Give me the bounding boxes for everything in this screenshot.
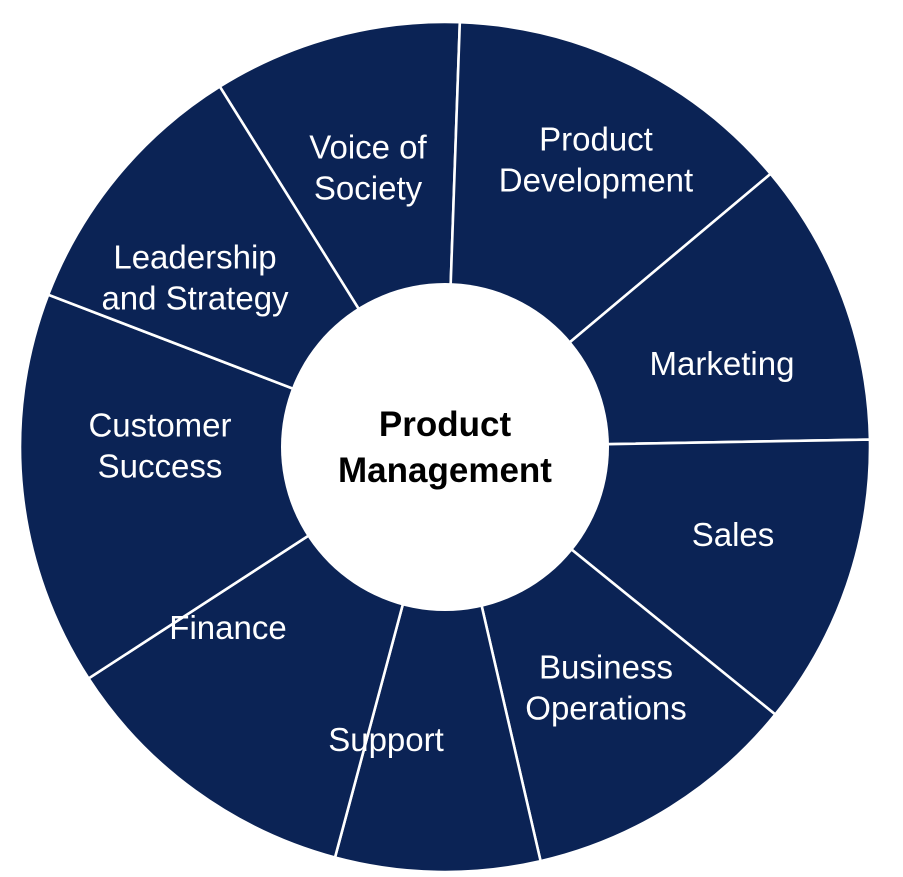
- segment-label-line: and Strategy: [101, 280, 289, 317]
- segment-label-line: Voice of: [309, 129, 427, 166]
- segment-label-sales: Sales: [692, 516, 775, 553]
- segment-customer-success: [18, 293, 448, 681]
- segment-label-line: Customer: [88, 407, 231, 444]
- center-circle: [281, 283, 609, 611]
- segment-label-line: Society: [314, 170, 423, 207]
- segment-label-voice-of-society: Voice of Society: [309, 129, 427, 207]
- segment-label-line: Support: [328, 721, 444, 758]
- segment-label-marketing: Marketing: [650, 345, 795, 382]
- segment-label-line: Success: [98, 448, 223, 485]
- center-label-line: Product: [379, 405, 512, 444]
- segment-label-line: Sales: [692, 516, 775, 553]
- segment-label-line: Marketing: [650, 345, 795, 382]
- segment-label-leadership-and-strategy: Leadership and Strategy: [101, 239, 289, 317]
- segment-label-line: Leadership: [113, 239, 276, 276]
- center-label-line: Management: [338, 451, 552, 490]
- segment-label-line: Product: [539, 121, 653, 158]
- segment-support: [333, 446, 543, 874]
- segment-label-line: Business: [539, 649, 673, 686]
- segment-label-support: Support: [328, 721, 444, 758]
- segment-label-line: Finance: [169, 609, 286, 646]
- segment-label-finance: Finance: [169, 609, 286, 646]
- segment-label-line: Development: [499, 162, 693, 199]
- segment-label-line: Operations: [525, 690, 686, 727]
